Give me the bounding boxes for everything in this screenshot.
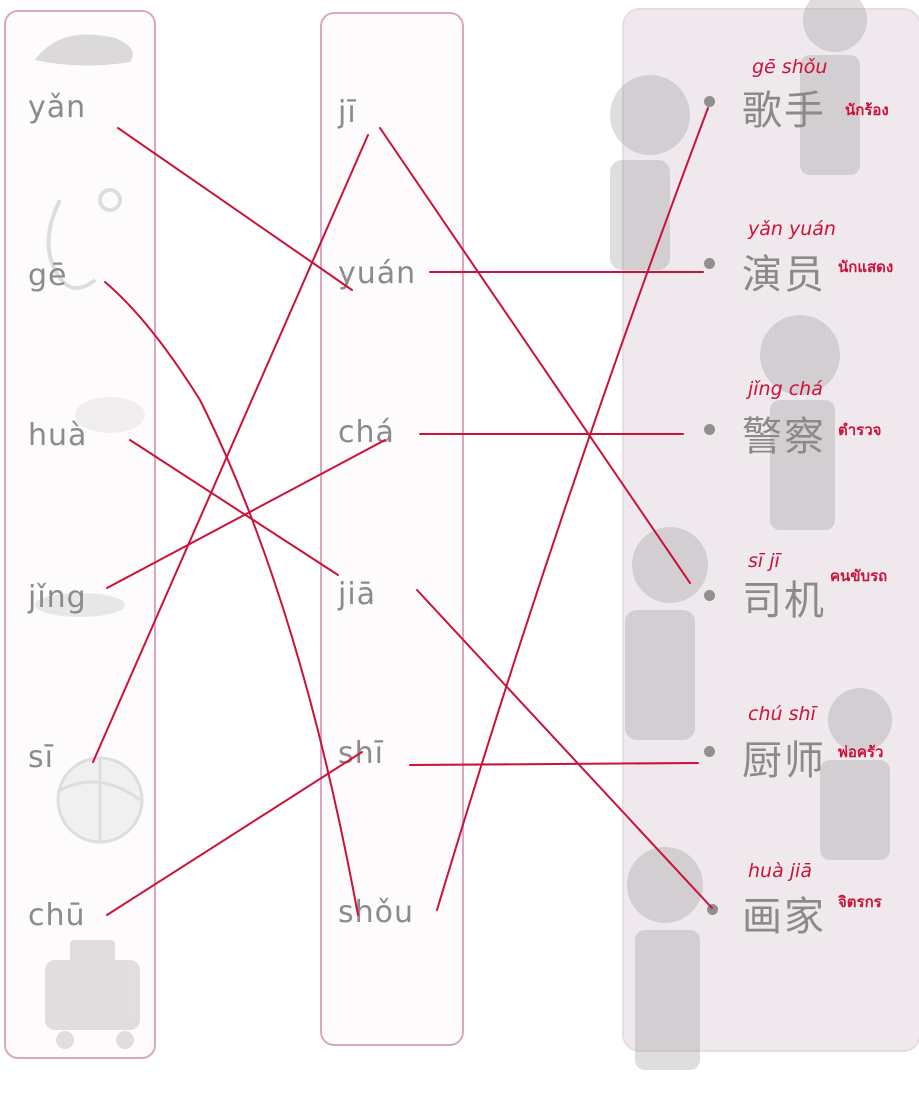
thai-note-3: ตำรวจ [838,421,882,439]
left-syllable-3: huà [28,418,88,453]
pinyin-note-5: chú shī [748,703,816,725]
pinyin-note-1: gē shǒu [752,56,828,78]
word-hanzi-3: 警察 [742,414,826,460]
chef-hat-icon [75,397,145,433]
line-ji-ji [379,127,691,584]
actor-figure [800,0,867,175]
pinyin-note-2: yǎn yuán [748,218,836,240]
line-yan-yuan [117,127,353,291]
thai-note-2: นักแสดง [838,258,894,276]
word-hanzi-2: 演员 [742,252,826,298]
line-shi-shi [409,762,699,766]
middle-syllable-panel [320,12,464,1046]
ball-icon [56,756,144,844]
left-syllable-6: chū [28,898,86,933]
line-shou-shou [436,107,709,911]
middle-syllable-3: chá [338,415,395,450]
left-syllable-panel [4,10,156,1059]
word-hanzi-1: 歌手 [742,88,826,134]
line-chu-shi [106,751,363,916]
answer-dot-4[interactable] [704,590,715,601]
word-hanzi-6: 画家 [742,894,826,940]
answer-dot-3[interactable] [704,424,715,435]
thai-note-6: จิตรกร [838,893,882,911]
singer-figure [610,75,690,270]
painter-figure [627,847,703,1070]
answer-dot-6[interactable] [707,904,718,915]
thai-note-1: นักร้อง [845,101,889,119]
left-syllable-4: jǐng [28,580,87,615]
middle-syllable-4: jiā [338,577,377,612]
left-syllable-5: sī [28,740,54,775]
word-hanzi-4: 司机 [742,578,826,624]
left-syllable-1: yǎn [28,90,87,125]
line-hua-jia [129,439,339,576]
answer-dot-5[interactable] [704,746,715,757]
pinyin-note-3: jǐng chá [748,378,823,400]
thai-note-5: พ่อครัว [838,743,884,761]
driver-figure [625,527,708,740]
girl-figure [820,688,892,860]
pinyin-note-6: huà jiā [748,860,812,882]
answer-dot-2[interactable] [704,258,715,269]
taxi-icon [45,940,140,1049]
line-jing-cha [106,439,386,589]
middle-syllable-2: yuán [338,256,417,291]
left-syllable-2: gē [28,258,68,293]
answer-dot-1[interactable] [704,96,715,107]
line-jia-jia [416,589,713,909]
line-ge-shou [104,281,359,916]
middle-syllable-1: jī [338,95,357,130]
middle-syllable-6: shǒu [338,895,415,930]
word-hanzi-5: 厨师 [742,738,826,784]
cap-icon [35,34,133,66]
pinyin-note-4: sī jī [748,550,780,572]
boy-figure [760,315,840,530]
police-cap-icon [35,593,125,617]
thai-note-4: คนขับรถ [830,567,888,585]
line-si-ji [92,134,369,763]
word-picture-panel [622,8,919,1052]
stethoscope-icon [46,188,122,290]
